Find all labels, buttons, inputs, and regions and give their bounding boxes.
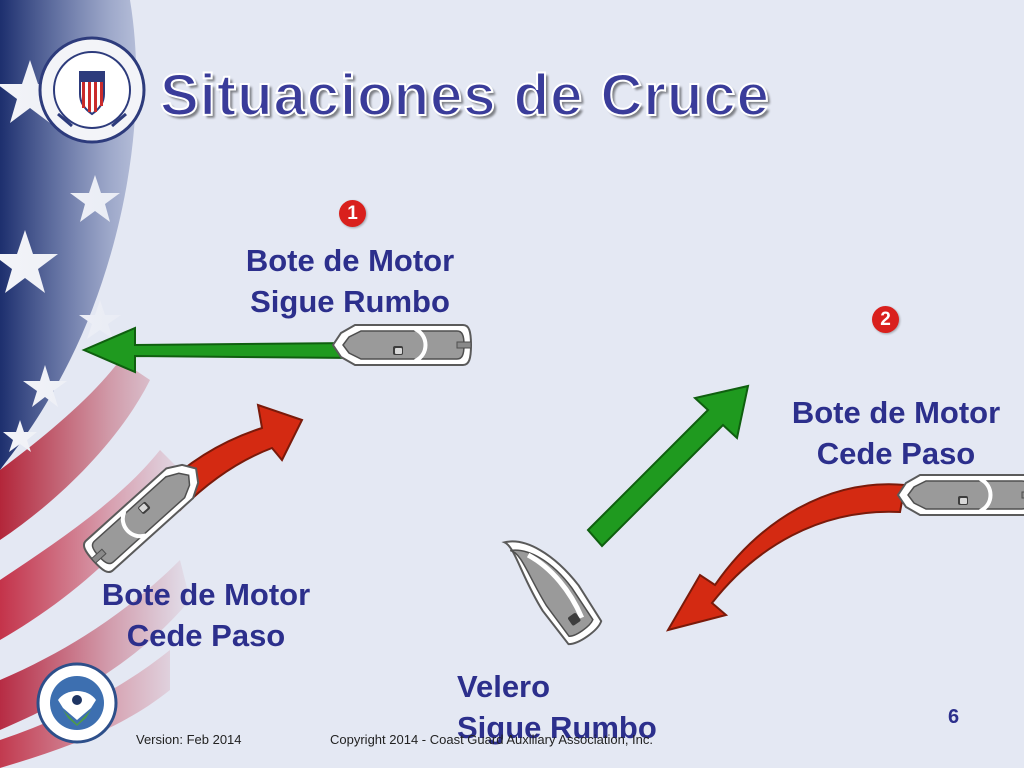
stand-on-motorboat-1 bbox=[331, 323, 473, 367]
stand-on-arrow-2 bbox=[586, 384, 750, 548]
label-line: Sigue Rumbo bbox=[250, 284, 450, 319]
scenario-1-badge: 1 bbox=[339, 200, 366, 227]
coast-guard-auxiliary-logo bbox=[38, 36, 146, 144]
page-number: 6 bbox=[948, 706, 960, 728]
scenario-1-give-way-label: Bote de Motor Cede Paso bbox=[78, 574, 334, 656]
scenario-2-give-way-label: Bote de Motor Cede Paso bbox=[768, 392, 1024, 474]
label-line: Bote de Motor bbox=[245, 243, 455, 278]
label-line: Bote de Motor bbox=[791, 395, 1001, 430]
scenario-2-stand-on-label: Velero Sigue Rumbo bbox=[457, 666, 697, 748]
give-way-motorboat-2 bbox=[896, 473, 1024, 517]
stand-on-arrow-1 bbox=[81, 326, 356, 374]
give-way-arrow-2 bbox=[665, 483, 907, 632]
label-line: Velero bbox=[457, 669, 551, 704]
scenario-1-stand-on-label: Bote de Motor Sigue Rumbo bbox=[222, 240, 478, 322]
sailboat bbox=[501, 540, 603, 646]
label-line: Bote de Motor bbox=[101, 577, 311, 612]
footer-copyright: Copyright 2014 - Coast Guard Auxiliary A… bbox=[330, 732, 653, 747]
footer-version: Version: Feb 2014 bbox=[136, 732, 242, 747]
dhs-seal-logo bbox=[36, 662, 118, 744]
label-line: Sigue Rumbo bbox=[457, 710, 657, 745]
label-line: Cede Paso bbox=[816, 436, 976, 471]
slide-title: Situaciones de Cruce bbox=[159, 62, 770, 129]
label-line: Cede Paso bbox=[126, 618, 286, 653]
scenario-2-badge: 2 bbox=[872, 306, 899, 333]
give-way-motorboat-1 bbox=[78, 451, 212, 578]
